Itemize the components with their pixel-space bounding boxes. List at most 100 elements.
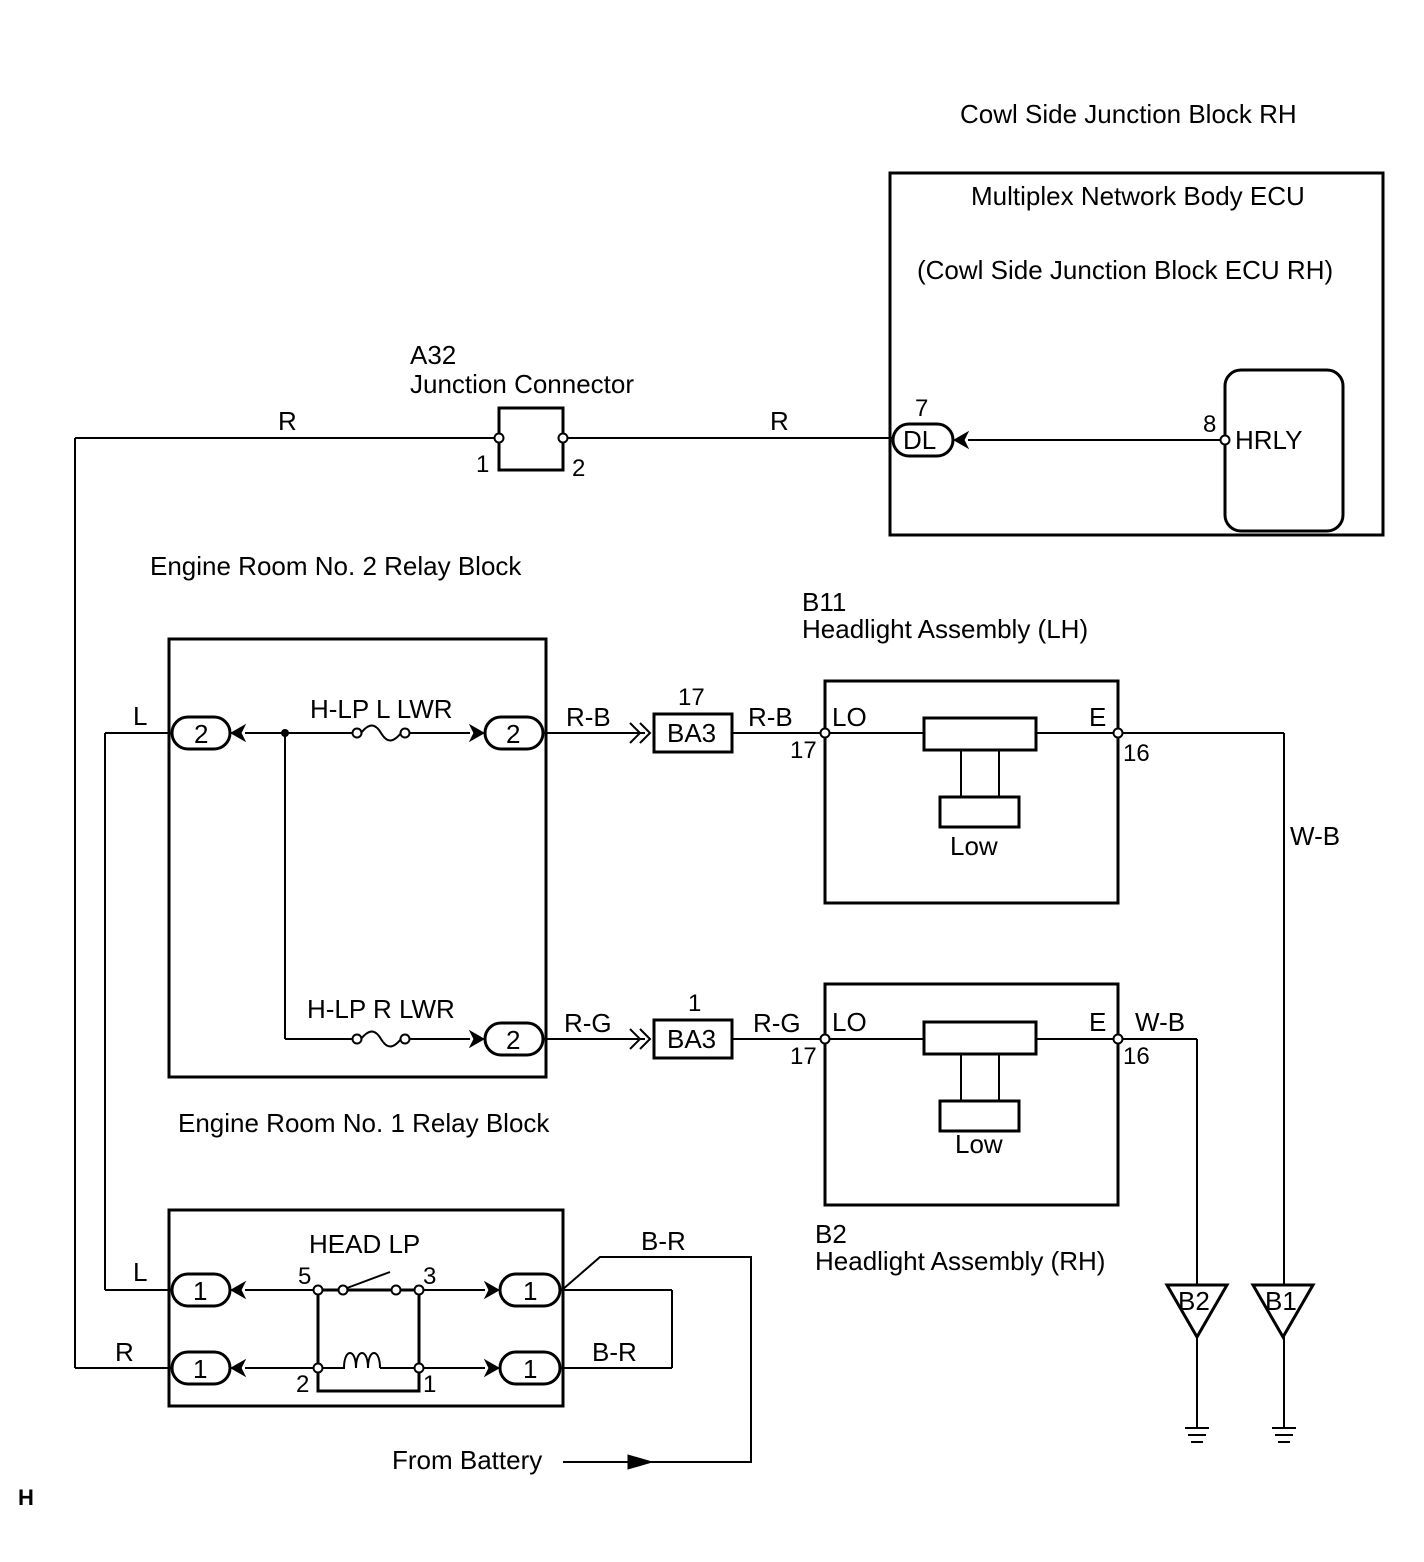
relay-pin2-terminal — [312, 1362, 324, 1374]
fuse-r-label: H-LP R LWR — [307, 994, 455, 1024]
relay-pin5: 5 — [298, 1263, 311, 1290]
wire-label-wb-1: W-B — [1290, 821, 1340, 851]
fuse-l-term-b — [399, 727, 411, 739]
er1-conn-out1-pin: 1 — [523, 1354, 537, 1384]
rh-lo: LO — [832, 1007, 867, 1037]
dl-pin: 7 — [915, 395, 928, 422]
lh-pin16: 16 — [1123, 740, 1150, 767]
ba3-male-arrow-icon-2 — [629, 1028, 652, 1050]
relay-switch-blade-icon — [346, 1271, 391, 1289]
wire-label-rb-2: R-B — [748, 702, 793, 732]
er2-out2-arrow-icon — [468, 1029, 486, 1049]
wire-label-r-left: R — [278, 406, 297, 436]
er2-title: Engine Room No. 2 Relay Block — [150, 551, 522, 581]
wire-label-br-1: B-R — [641, 1226, 686, 1256]
cowl-junction-block-title: Cowl Side Junction Block RH — [960, 99, 1297, 129]
rh-e-terminal — [1112, 1033, 1124, 1045]
rh-pin16: 16 — [1123, 1043, 1150, 1070]
er2-conn-in-pin: 2 — [194, 719, 208, 749]
wire-label-r-bottom: R — [115, 1337, 134, 1367]
ba3-pin-bottom: 1 — [688, 990, 701, 1017]
er1-r-arrow-icon — [229, 1358, 247, 1378]
ecu-title: Multiplex Network Body ECU — [971, 181, 1305, 211]
lh-lamp-filament — [922, 716, 1038, 752]
er1-conn-r-pin: 1 — [193, 1354, 207, 1384]
er1-out1-arrow-icon — [483, 1358, 501, 1378]
dl-label: DL — [903, 425, 936, 455]
lh-pin17: 17 — [790, 737, 817, 764]
hrly-box — [1223, 368, 1345, 533]
wire-br-battery — [561, 1256, 752, 1463]
ecu-subtitle: (Cowl Side Junction Block ECU RH) — [917, 255, 1333, 285]
rh-name: Headlight Assembly (RH) — [815, 1246, 1105, 1276]
ground-b2-label: B2 — [1178, 1286, 1210, 1316]
relay-pin3: 3 — [423, 1263, 436, 1290]
rh-id: B2 — [815, 1219, 847, 1249]
er2-conn-out2-pin: 2 — [506, 1025, 520, 1055]
lh-name: Headlight Assembly (LH) — [802, 614, 1088, 644]
lh-lo-terminal — [819, 727, 831, 739]
wire-label-br-2: B-R — [592, 1337, 637, 1367]
ground-b2-icon — [1185, 1427, 1209, 1443]
fuse-r-term-a — [351, 1033, 363, 1045]
wire-label-rb-1: R-B — [566, 702, 611, 732]
lh-lamp-base — [938, 795, 1021, 829]
ecu-box — [888, 171, 1385, 537]
rh-lamp-filament — [922, 1020, 1038, 1056]
wire-label-rg-1: R-G — [564, 1008, 612, 1038]
fuse-l-icon — [360, 724, 402, 742]
wire-label-rg-2: R-G — [753, 1008, 801, 1038]
lh-id: B11 — [802, 587, 846, 617]
a32-connector — [497, 406, 565, 472]
a32-pin2: 2 — [572, 455, 585, 482]
a32-pin2-terminal — [557, 432, 569, 444]
er1-l-arrow-icon — [229, 1280, 247, 1300]
hrly-pin: 8 — [1203, 411, 1216, 438]
rh-low: Low — [955, 1129, 1003, 1159]
wire-label-l-lower: L — [133, 1257, 147, 1287]
relay-switch-contact-a — [337, 1284, 349, 1296]
lh-e-terminal — [1112, 727, 1124, 739]
a32-id: A32 — [410, 340, 456, 370]
a32-pin1: 1 — [476, 451, 489, 478]
er1-box — [167, 1208, 565, 1408]
ground-b2-triangle — [1164, 1283, 1230, 1341]
fuse-r-term-b — [399, 1033, 411, 1045]
fuse-r-icon — [360, 1030, 402, 1048]
battery-arrow-icon — [627, 1454, 654, 1470]
fuse-l-term-a — [351, 727, 363, 739]
wire-label-r-right: R — [770, 406, 789, 436]
er2-box — [167, 637, 548, 1079]
corner-mark: H — [18, 1485, 34, 1510]
relay-box — [316, 1288, 421, 1393]
a32-name: Junction Connector — [410, 369, 634, 399]
relay-pin1: 1 — [423, 1371, 436, 1398]
ba3-label-bottom: BA3 — [667, 1024, 716, 1054]
lh-box — [823, 679, 1120, 905]
hrly-terminal — [1219, 434, 1231, 446]
er2-conn-out1-pin: 2 — [506, 719, 520, 749]
relay-coil-icon — [322, 1352, 415, 1369]
er2-in-arrow-icon — [229, 723, 247, 743]
ground-b1-icon — [1272, 1427, 1296, 1443]
ba3-label-top: BA3 — [667, 718, 716, 748]
lh-lo: LO — [832, 702, 867, 732]
hrly-label: HRLY — [1235, 425, 1302, 455]
er1-out3-arrow-icon — [483, 1280, 501, 1300]
ground-b1-label: B1 — [1265, 1286, 1297, 1316]
wire-label-wb-2: W-B — [1135, 1007, 1185, 1037]
rh-pin17: 17 — [790, 1043, 817, 1070]
relay-pin5-terminal — [312, 1284, 324, 1296]
lh-low: Low — [950, 831, 998, 861]
er1-conn-out3-pin: 1 — [523, 1276, 537, 1306]
dl-arrow-icon — [952, 430, 970, 450]
relay-label: HEAD LP — [309, 1229, 420, 1259]
rh-e: E — [1089, 1007, 1106, 1037]
ba3-pin-top: 17 — [678, 684, 705, 711]
rh-box — [823, 982, 1120, 1207]
relay-pin2: 2 — [296, 1371, 309, 1398]
fuse-l-label: H-LP L LWR — [310, 694, 453, 724]
from-battery-label: From Battery — [392, 1445, 542, 1475]
rh-lamp-base — [938, 1099, 1021, 1133]
